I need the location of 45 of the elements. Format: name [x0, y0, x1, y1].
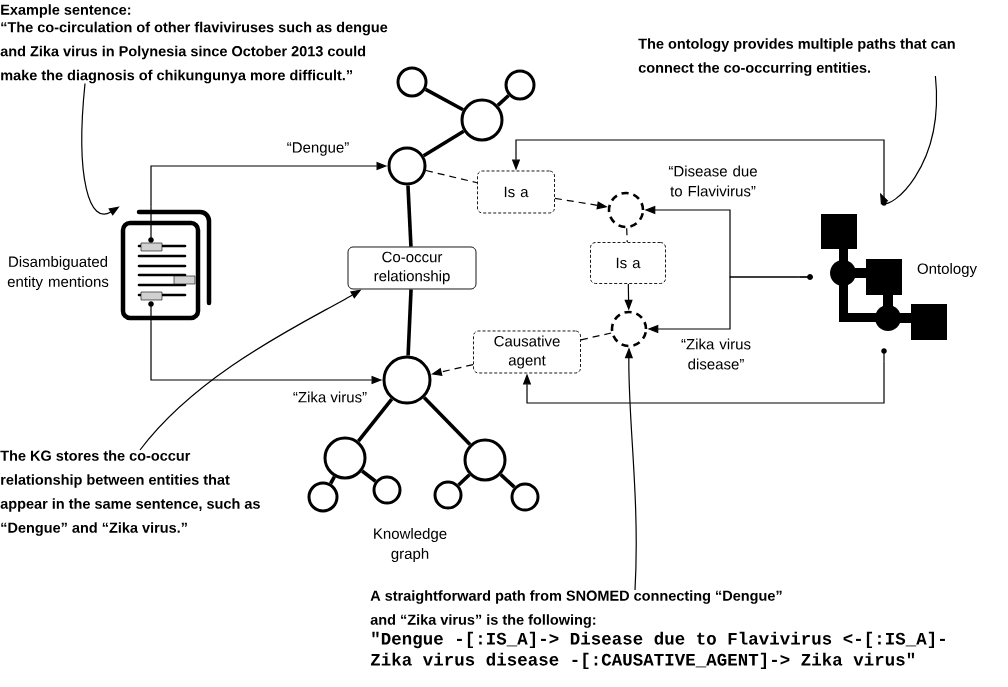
graph-edge: [406, 185, 413, 247]
edge-label: “Zika virus”: [291, 390, 369, 404]
graph-edge: [499, 473, 516, 489]
node-label: Ontology: [917, 263, 977, 277]
relation-box: Is a: [477, 170, 555, 214]
annotation-text: The KG stores the co-occur relationship between entities that appear in the same sentence, such as “Dengue” and “Zika virus.”: [0, 450, 260, 536]
concept-circle: [607, 191, 645, 229]
graph-edge: [422, 396, 472, 446]
graph-edge: [457, 473, 471, 487]
leader-arrow: [880, 75, 938, 205]
caption-text: Knowledge graph: [374, 528, 447, 562]
graph-edge: [357, 398, 394, 443]
graph-edge: [406, 289, 413, 356]
graph-node: [433, 480, 463, 510]
graph-node: [463, 438, 507, 482]
graph-edge: [496, 94, 510, 107]
node-label: “Disease due to Flavivirus”: [668, 165, 757, 197]
graph-node: [323, 436, 367, 480]
graph-edge: [329, 475, 336, 485]
concept-circle: [610, 310, 648, 348]
graph-node: [307, 481, 339, 513]
node-label: “Zika virus disease”: [681, 338, 751, 370]
graph-node: [396, 66, 428, 98]
relation-box: Causative agent: [473, 330, 581, 374]
annotation-text: Example sentence: “The co-circulation of other flaviviruses such as dengue and Zika virus in Polynesia since October 2013 could make the diagnosis of chikungunya more difficult.”: [0, 4, 388, 84]
node-label: Disambiguated entity mentions: [7, 256, 109, 290]
graph-node: [460, 98, 504, 142]
relation-box: Is a: [590, 242, 666, 284]
document-icon: [120, 209, 212, 321]
graph-node: [387, 146, 427, 186]
graph-node: [510, 482, 540, 512]
annotation-text: The ontology provides multiple paths that can connect the co-occurring entities.: [638, 38, 955, 76]
graph-node: [382, 355, 432, 405]
connector-line: [580, 332, 612, 341]
graph-edge: [422, 129, 465, 158]
arrow: [522, 360, 885, 404]
connector-line: [626, 227, 628, 243]
edge-label: “Dengue”: [285, 141, 351, 157]
graph-node: [372, 475, 402, 505]
relationship-box: Co-occur relationship: [347, 246, 477, 290]
annotation-text: A straightforward path from SNOMED connecting “Dengue” and “Zika virus” is the following: "Dengue -[:IS_A]-> Disease due to Flavivirus <-[:IS_A]- Zika virus disease -[:CAUSATIVE_AGENT]-> Zika virus": [370, 590, 945, 670]
graph-edge: [361, 469, 377, 483]
graph-node: [504, 69, 536, 101]
connector-line: [425, 169, 478, 184]
graph-edge: [424, 87, 464, 112]
